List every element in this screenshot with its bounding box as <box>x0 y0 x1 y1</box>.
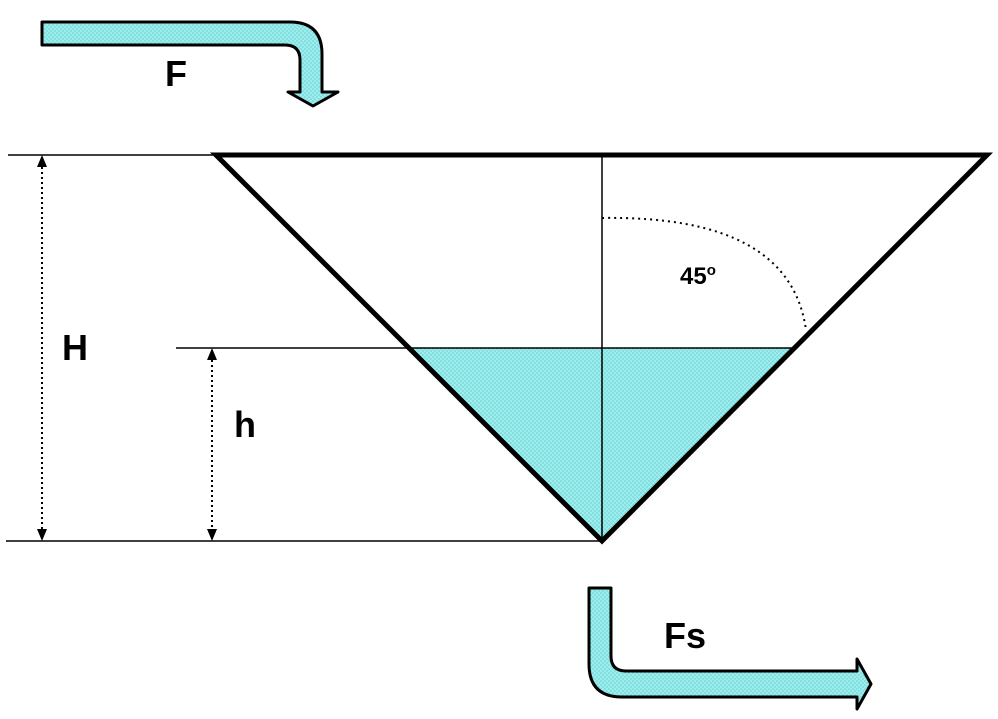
total-height-label: H <box>62 327 88 368</box>
liquid-height-arrowhead-bottom <box>207 529 217 541</box>
outflow-label: Fs <box>664 615 706 656</box>
angle-arc <box>601 216 807 331</box>
inflow-label: F <box>165 53 187 94</box>
liquid-height-arrowhead-top <box>207 348 217 360</box>
outflow-arrow-icon <box>587 586 873 711</box>
liquid-height-label: h <box>234 404 256 445</box>
angle-value: 45 <box>680 263 707 290</box>
total-height-arrowhead-top <box>37 155 47 167</box>
inflow-arrow-icon <box>40 20 340 108</box>
angle-label: 45o <box>680 262 716 290</box>
total-height-arrowhead-bottom <box>37 529 47 541</box>
angle-unit: o <box>707 262 716 279</box>
tank-outline <box>209 152 994 545</box>
